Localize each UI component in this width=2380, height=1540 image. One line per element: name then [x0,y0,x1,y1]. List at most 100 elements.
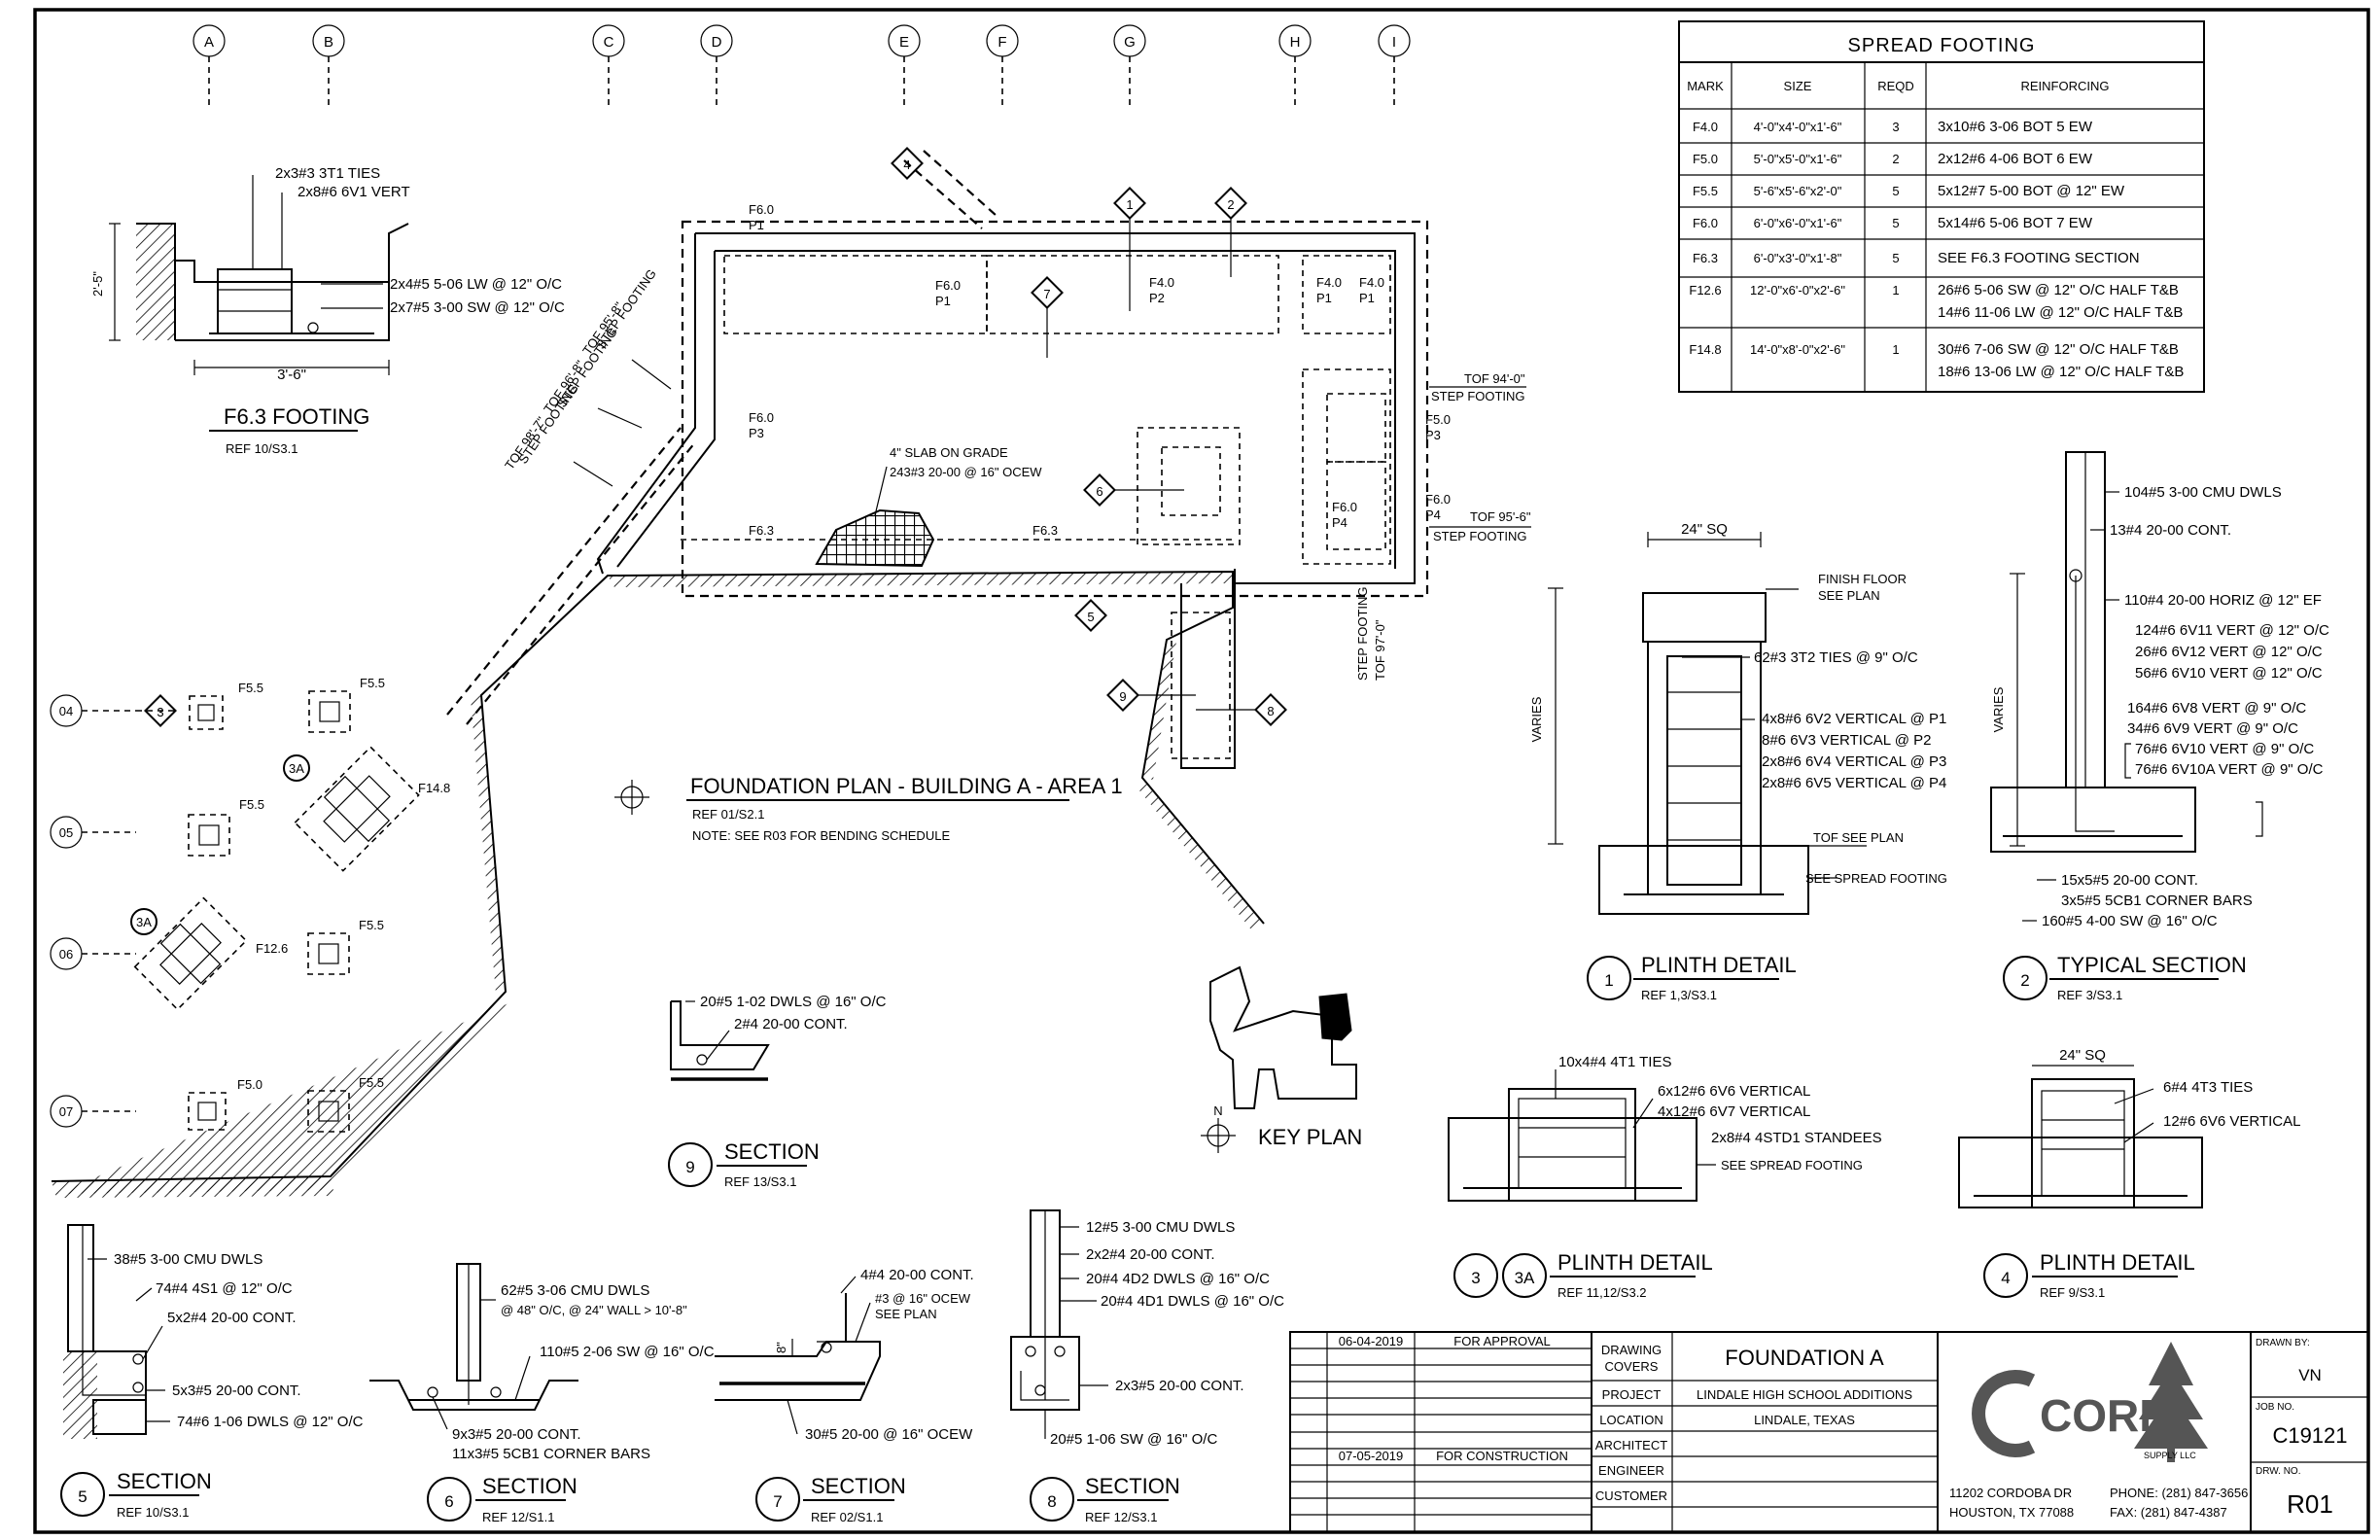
svg-text:F5.5: F5.5 [238,681,263,695]
sec8-ref: REF 12/S3.1 [1085,1510,1157,1524]
svg-text:4: 4 [903,158,910,172]
plan-callout-6: 6 [1083,473,1184,507]
svg-text:6: 6 [1096,484,1102,499]
sec8-title: SECTION [1085,1474,1180,1498]
label-customer: CUSTOMER [1595,1488,1667,1503]
plan-tof-95: TOF 95'-6" [1470,509,1531,524]
svg-text:9: 9 [1119,689,1126,704]
plan-label-f63-a: F6.3 [749,523,774,538]
typical-note-a: 104#5 3-00 CMU DWLS [2124,484,2282,501]
table-cell-size: 4'-0"x4'-0"x1'-6" [1754,120,1842,134]
foundation-plan: 4 1 2 7 6 5 9 8 F6.0 P1 F6.0 P1 F4.0 P2 … [51,147,1531,1198]
table-cell-reinforcing: SEE F6.3 FOOTING SECTION [1938,250,2140,266]
typical-note-c: 110#4 20-00 HORIZ @ 12" EF [2124,592,2322,609]
f63-ref: REF 10/S3.1 [226,441,298,456]
plinth-detail-3: 10x4#4 4T1 TIES 6x12#6 6V6 VERTICAL 4x12… [1448,1054,1882,1300]
table-cell-size: 5'-0"x5'-0"x1'-6" [1754,152,1842,166]
svg-text:F14.8: F14.8 [418,781,450,795]
grid-label-e: E [899,34,909,51]
footing-f50-row07: F5.0 [188,1077,262,1131]
typical-note-h: 34#6 6V9 VERT @ 9" O/C [2127,720,2298,737]
svg-text:F5.5: F5.5 [359,918,384,932]
table-row: F4.0 4'-0"x4'-0"x1'-6" 3 3x10#6 3-06 BOT… [1693,119,2093,135]
plan-label-f60-top: F6.0 [749,202,774,217]
sheet-border [33,8,2370,1534]
drawing-number: R01 [2287,1489,2333,1519]
grid-row-label-04: 04 [59,704,73,718]
label-drawing: DRAWING [1601,1343,1662,1357]
typical-num: 2 [2020,971,2029,990]
table-cell-reqd: 1 [1892,283,1899,298]
table-cell-reinforcing-2: 14#6 11-06 LW @ 12" O/C HALF T&B [1938,304,2183,321]
plan-callout-5: 5 [1074,599,1107,632]
company-fax: FAX: (281) 847-4387 [2110,1505,2227,1520]
sec9-note-a: 20#5 1-02 DWLS @ 16" O/C [700,994,887,1010]
job-number-label: JOB NO. [2256,1402,2294,1413]
plinth3-note-a: 10x4#4 4T1 TIES [1558,1054,1671,1070]
table-title: SPREAD FOOTING [1848,35,2036,56]
plinth1-num: 1 [1604,971,1613,990]
company-address-1: 11202 CORDOBA DR [1949,1486,2072,1500]
table-cell-size: 5'-6"x5'-6"x2'-0" [1754,184,1842,198]
plan-callout-7: 7 [1031,276,1064,358]
grid-row-06: 06 [50,937,136,970]
table-cell-reinforcing: 5x14#6 5-06 BOT 7 EW [1938,215,2093,231]
plan-step-4a: STEP FOOTING [1355,586,1370,681]
plinth1-tof: TOF SEE PLAN [1813,830,1904,845]
grid-bubble-f: F [986,24,1019,107]
sec9-title: SECTION [724,1139,820,1164]
sec7-dim: 8" [774,1342,788,1353]
company-phone: PHONE: (281) 847-3656 [2110,1486,2248,1500]
sec6-note-d: 11x3#5 5CB1 CORNER BARS [452,1446,650,1462]
plan-label-f60-p4-r: F6.0 [1425,492,1451,507]
plan-label-p3-r: P3 [1425,428,1441,442]
label-engineer: ENGINEER [1598,1463,1664,1478]
drawing-number-label: DRW. NO. [2256,1466,2300,1477]
footing-f148: F14.8 [294,746,450,872]
table-cell-mark: F5.0 [1693,152,1718,166]
grid-label-b: B [324,34,333,51]
svg-text:F12.6: F12.6 [256,941,288,956]
f63-note-vert: 2x8#6 6V1 VERT [298,184,410,200]
plinth1-ff1: FINISH FLOOR [1818,572,1907,586]
rev2-date: 07-05-2019 [1339,1449,1404,1463]
table-cell-mark: F6.3 [1693,251,1718,265]
table-cell-mark: F4.0 [1693,120,1718,134]
footing-f126: F12.6 [133,896,288,1011]
plan-callout-2: 2 [1214,187,1247,277]
plinth3-note-b: 6x12#6 6V6 VERTICAL [1658,1083,1810,1100]
sec6-note-b: 110#5 2-06 SW @ 16" O/C [540,1344,715,1360]
sec6-note-c: 9x3#5 20-00 CONT. [452,1426,581,1443]
north-arrow-icon [614,780,649,815]
plan-step-4b: TOF 97'-0" [1373,619,1387,681]
plan-slab-note-2: 243#3 20-00 @ 16" OCEW [890,465,1042,479]
plinth1-v4: 2x8#6 6V5 VERTICAL @ P4 [1762,775,1946,791]
plan-label-f60-p3: F6.0 [749,410,774,425]
plan-label-p1-top: P1 [749,218,764,232]
grid-bubble-a: A [192,24,226,107]
svg-text:F5.5: F5.5 [359,1075,384,1090]
plinth3-num: 3 [1471,1269,1480,1287]
grid-label-g: G [1124,34,1136,51]
plinth4-note-a: 6#4 4T3 TIES [2163,1079,2253,1096]
sec8-note-f: 20#5 1-06 SW @ 16" O/C [1050,1431,1217,1448]
sec7-note-c: SEE PLAN [875,1307,937,1321]
f63-note-sw: 2x7#5 3-00 SW @ 12" O/C [390,299,565,316]
plan-label-f60: F6.0 [935,278,961,293]
typical-note-k: 15x5#5 20-00 CONT. [2061,872,2198,889]
typical-varies: VARIES [1991,686,2006,732]
plinth1-ties: 62#3 3T2 TIES @ 9" O/C [1754,649,1918,666]
grid-row-label-07: 07 [59,1104,73,1119]
sec6-note-a2: @ 48" O/C, @ 24" WALL > 10'-8" [501,1303,687,1317]
grid-bubble-g: G [1113,24,1146,107]
table-row: F14.8 14'-0"x8'-0"x2'-6" 1 30#6 7-06 SW … [1689,341,2184,380]
plan-title: FOUNDATION PLAN - BUILDING A - AREA 1 [690,774,1123,798]
table-header-reqd: REQD [1877,79,1914,93]
f63-footing-detail: 2'-5" 3'-6" 2x3#3 3T1 TIES 2x8#6 6V1 VER… [90,165,565,456]
project-location: LINDALE, TEXAS [1754,1413,1855,1427]
plan-slab-note-1: 4" SLAB ON GRADE [890,445,1008,460]
label-project: PROJECT [1602,1387,1662,1402]
grid-columns: A B C D E F G H I [192,24,1411,107]
table-cell-mark: F6.0 [1693,216,1718,230]
